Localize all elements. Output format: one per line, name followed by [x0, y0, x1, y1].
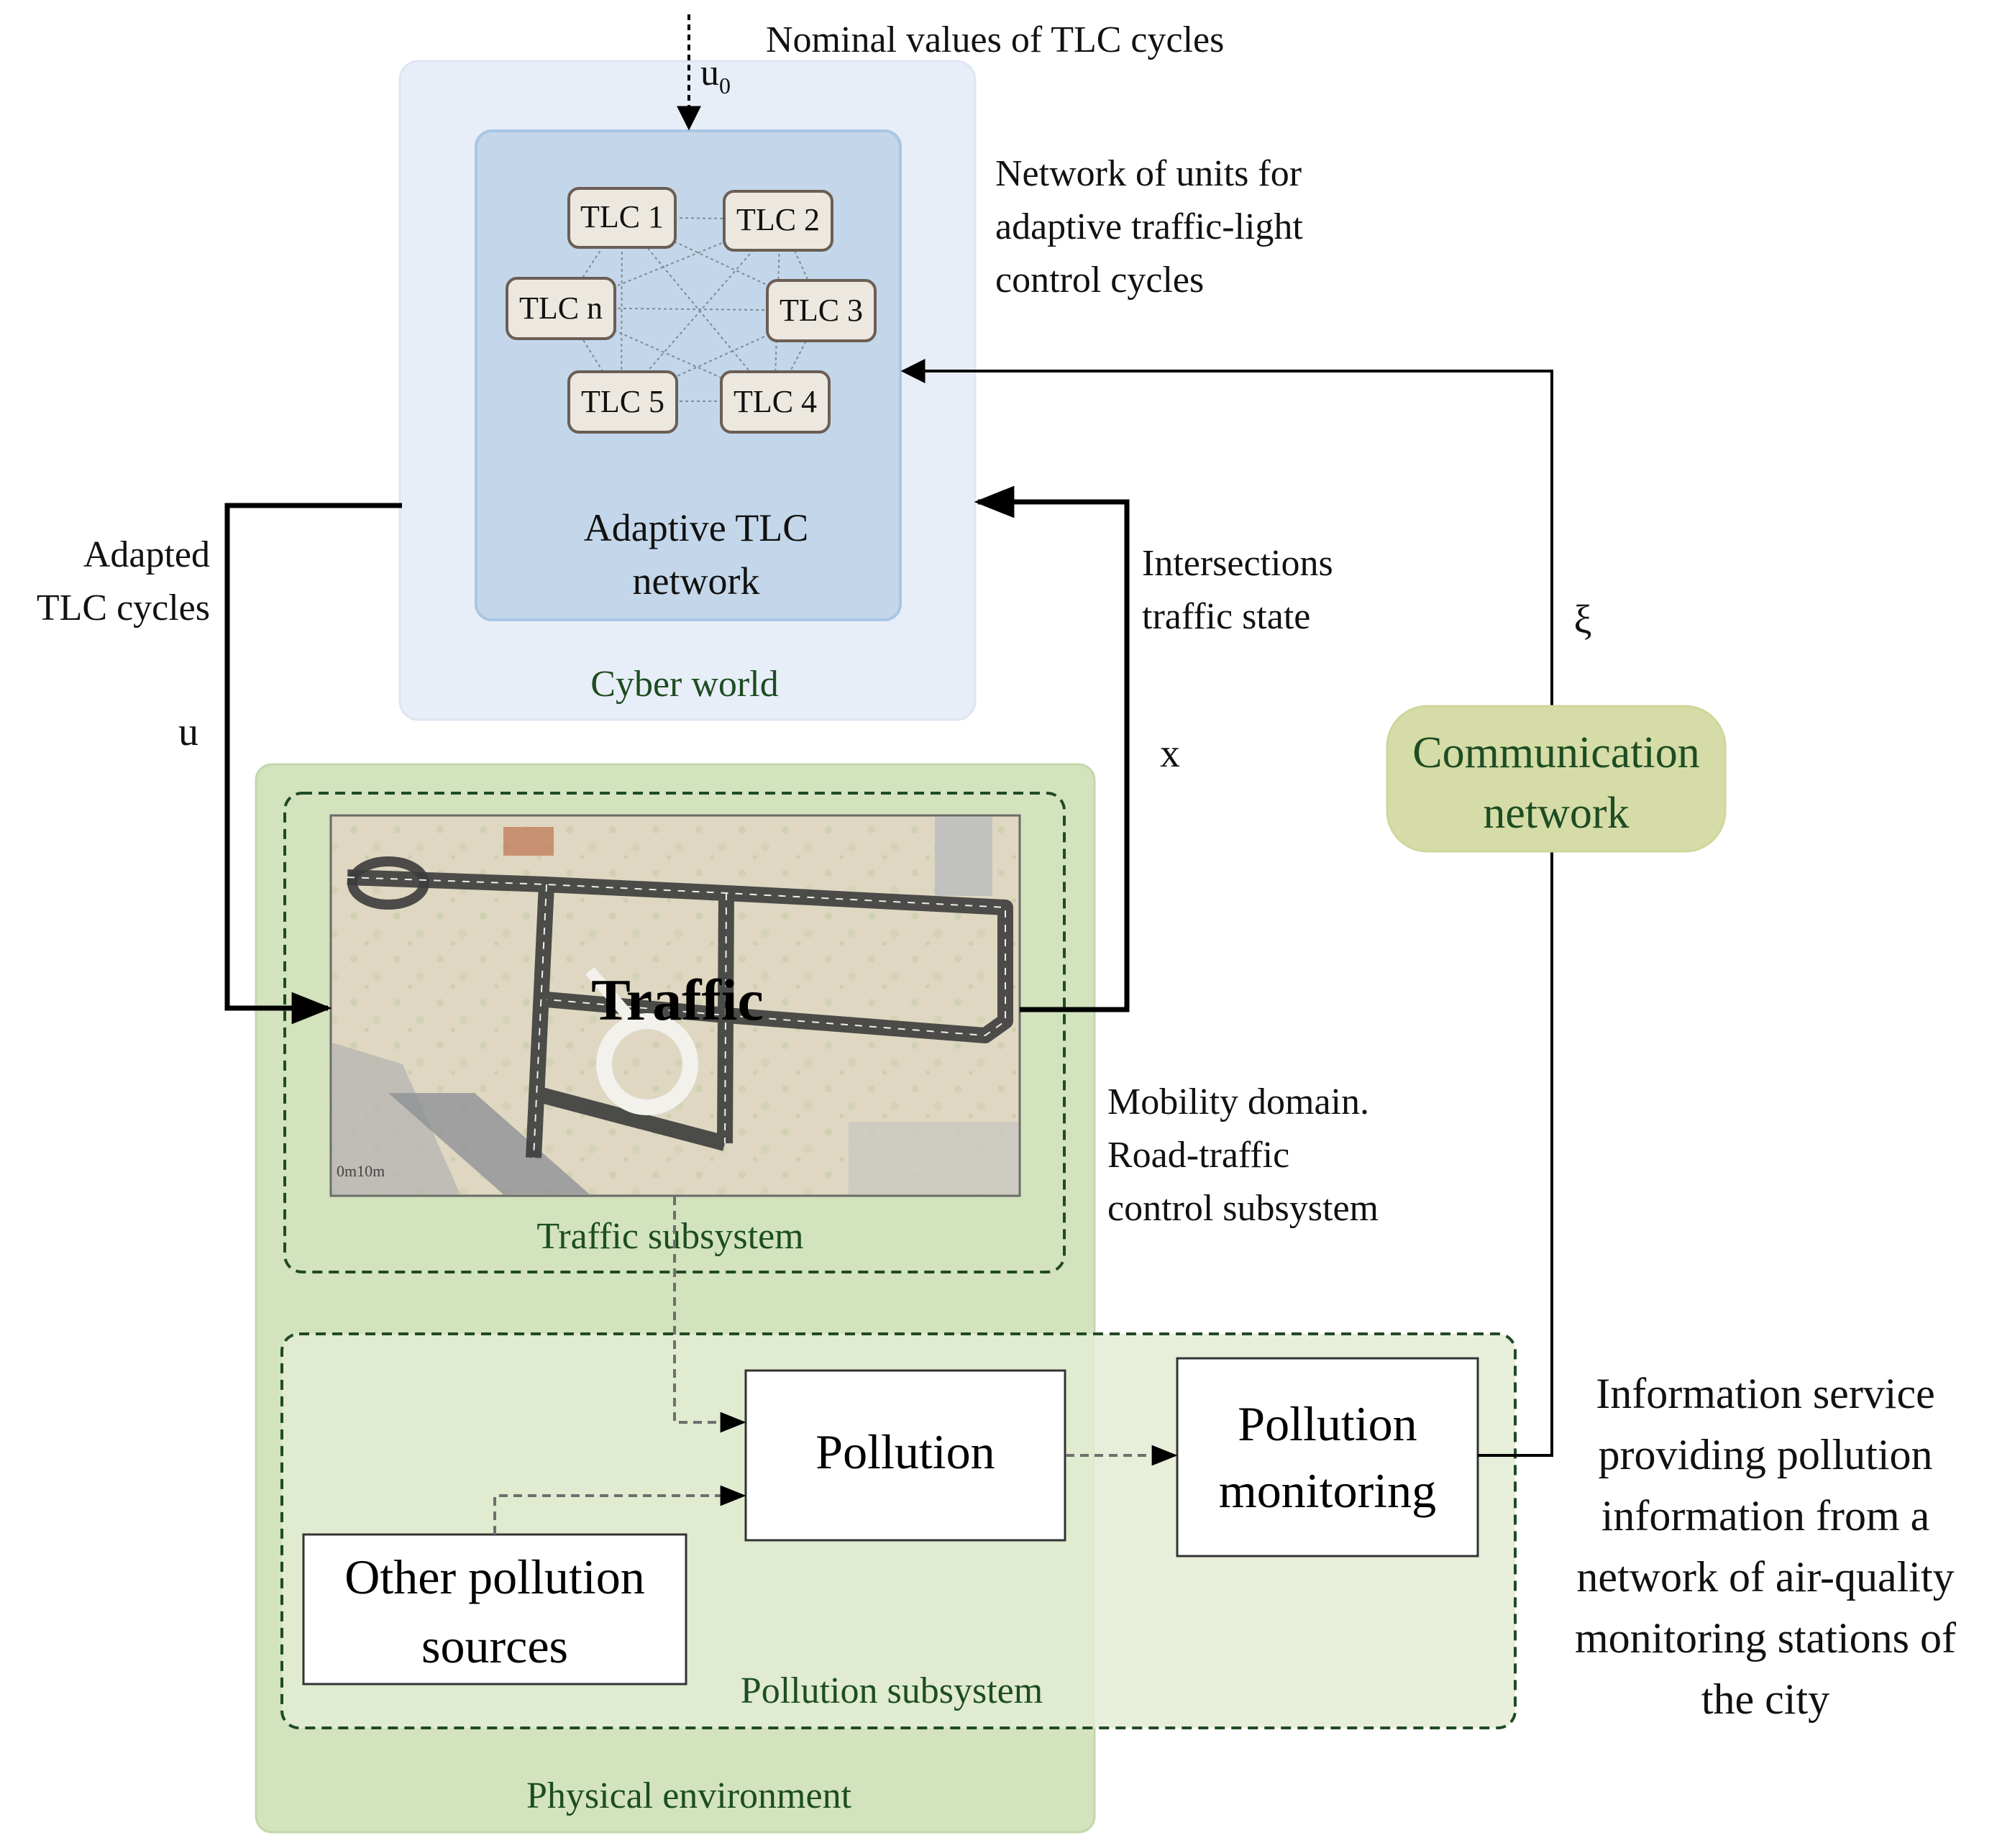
- info-service-line5: monitoring stations of: [1575, 1614, 1956, 1662]
- other-pollution-sources-box: [302, 1533, 687, 1685]
- u0-symbol: u0: [700, 52, 731, 99]
- pollution-box: [744, 1369, 1066, 1542]
- x-symbol: x: [1160, 731, 1180, 776]
- tlc-node-4-label: TLC 4: [734, 384, 817, 419]
- state-signal-x-arrow: [974, 485, 1130, 1012]
- tlc-node-n-label: TLC n: [519, 291, 603, 326]
- nominal-values-label: Nominal values of TLC cycles: [766, 19, 1224, 60]
- adaptive-tlc-network-box: [475, 129, 902, 621]
- pollution-info-xi-arrow: [900, 359, 1553, 1457]
- tlc-node-1-label: TLC 1: [580, 199, 664, 234]
- info-service-line3: information from a: [1601, 1492, 1930, 1540]
- pollution-monitoring-label-line2: monitoring: [1219, 1463, 1436, 1518]
- cyber-description-line3: control cycles: [995, 260, 1204, 301]
- cyber-world-label: Cyber world: [590, 664, 778, 705]
- pollution-monitoring-label-line1: Pollution: [1238, 1396, 1417, 1451]
- other-sources-to-pollution-flow: [493, 1485, 746, 1534]
- communication-label-line1: Communication: [1412, 728, 1700, 777]
- traffic-subsystem-label: Traffic subsystem: [536, 1216, 803, 1257]
- traffic-map: 0m10m: [329, 814, 1021, 1197]
- traffic-subsystem-border: [283, 792, 1066, 1273]
- adapted-label-line2: TLC cycles: [37, 587, 210, 628]
- control-signal-u-arrow: [224, 503, 402, 1025]
- traffic-to-pollution-flow: [673, 1197, 746, 1433]
- u-symbol: u: [178, 710, 198, 754]
- tlc-node-5: TLC 5: [567, 370, 678, 434]
- info-service-line2: providing pollution: [1599, 1431, 1933, 1478]
- tlc-node-4: TLC 4: [720, 370, 831, 434]
- physical-environment-label: Physical environment: [526, 1775, 852, 1816]
- communication-network-box: [1386, 705, 1727, 853]
- info-service-description: Information service providing pollution …: [1575, 1370, 1956, 1723]
- cyber-description-line1: Network of units for: [995, 153, 1302, 194]
- tlc-node-5-label: TLC 5: [581, 384, 664, 419]
- mobility-description-line1: Mobility domain.: [1107, 1081, 1369, 1122]
- xi-symbol: ξ: [1574, 598, 1592, 642]
- cyber-description-line2: adaptive traffic-light: [995, 206, 1303, 247]
- adapted-label-line1: Adapted: [83, 534, 210, 575]
- info-service-line1: Information service: [1596, 1370, 1934, 1417]
- other-sources-label-line1: Other pollution: [344, 1550, 644, 1604]
- tlc-node-2: TLC 2: [723, 190, 833, 252]
- tlc-node-2-label: TLC 2: [736, 202, 820, 237]
- info-service-line4: network of air-quality: [1576, 1553, 1954, 1601]
- pollution-subsystem-label: Pollution subsystem: [741, 1670, 1043, 1711]
- tlc-node-3-label: TLC 3: [780, 293, 863, 328]
- mobility-description-line3: control subsystem: [1107, 1188, 1379, 1229]
- mobility-description-line2: Road-traffic: [1107, 1135, 1289, 1176]
- tlc-node-n: TLC n: [506, 277, 616, 340]
- tlc-node-3: TLC 3: [766, 279, 877, 342]
- adaptive-tlc-network-label-line2: network: [633, 559, 760, 603]
- tlc-node-1: TLC 1: [567, 187, 677, 249]
- other-sources-label-line2: sources: [421, 1619, 568, 1673]
- info-service-line6: the city: [1701, 1675, 1829, 1723]
- state-label-line2: traffic state: [1142, 596, 1310, 637]
- pollution-subsystem-border: [280, 1332, 1517, 1729]
- adaptive-tlc-network-label-line1: Adaptive TLC: [584, 506, 808, 549]
- communication-label-line2: network: [1483, 789, 1629, 838]
- map-scale-label: 0m10m: [337, 1162, 385, 1180]
- pollution-monitoring-box: [1176, 1357, 1479, 1557]
- traffic-label: Traffic: [591, 967, 764, 1033]
- pollution-label: Pollution: [815, 1424, 995, 1479]
- state-label-line1: Intersections: [1142, 543, 1333, 584]
